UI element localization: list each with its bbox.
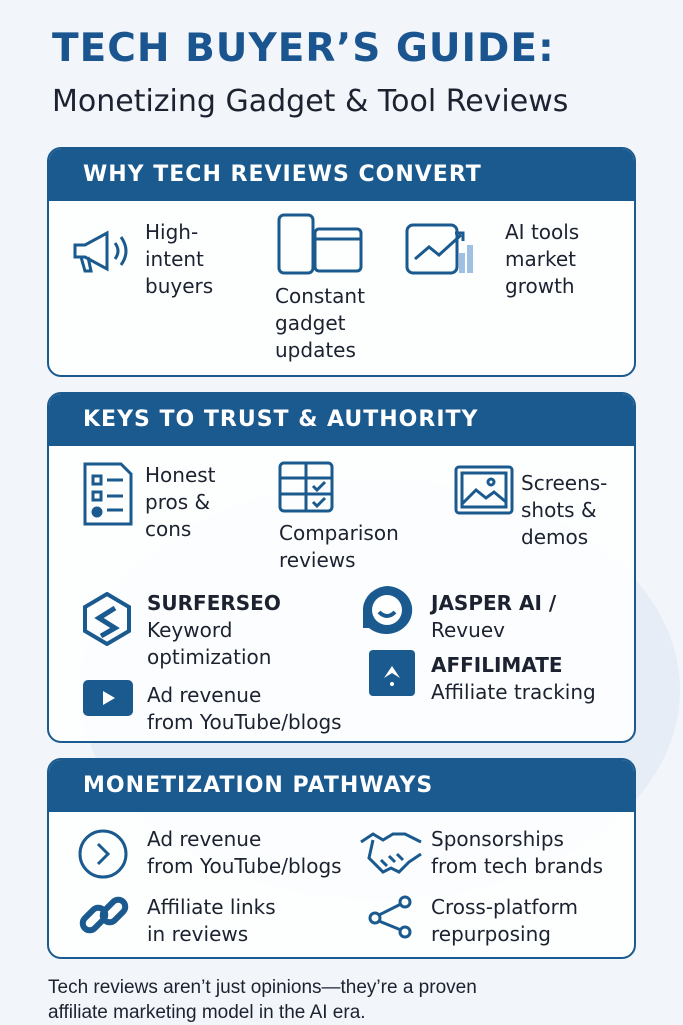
item-label: Ad revenue from YouTube/blogs — [147, 827, 342, 878]
tool-name: SURFERSEO — [147, 591, 281, 615]
tool-name: AFFILIMATE — [431, 653, 563, 677]
tool-name: JASPER AI / — [431, 591, 557, 615]
tool-desc: Revuev — [431, 618, 505, 642]
comparison-table-icon — [278, 461, 334, 513]
tool-item: SURFERSEO Keyword optimization — [147, 590, 281, 671]
devices-icon — [277, 213, 363, 275]
item-label: Constant gadget updates — [275, 284, 365, 362]
footer-text: Tech reviews aren’t just opinions—they’r… — [48, 977, 477, 1023]
megaphone-icon — [73, 230, 128, 273]
item-label: Cross-platform repurposing — [431, 895, 579, 946]
affilimate-logo-icon — [369, 650, 415, 696]
section-title: MONETIZATION PATHWAYS — [49, 760, 634, 812]
item-label: Affiliate links in reviews — [147, 895, 276, 946]
growth-chart-icon — [405, 223, 473, 275]
link-icon — [79, 896, 129, 934]
item-label: AI tools market growth — [505, 220, 580, 298]
item-label: Comparison reviews — [279, 521, 399, 572]
jasper-logo-icon — [363, 586, 413, 634]
tool-desc: Keyword optimization — [147, 618, 272, 669]
section-trust-authority: KEYS TO TRUST & AUTHORITY Honest pros & … — [47, 392, 636, 743]
section-title: KEYS TO TRUST & AUTHORITY — [49, 394, 634, 446]
checklist-icon — [83, 462, 133, 526]
chevron-circle-icon — [78, 829, 128, 879]
item-label: High- intent buyers — [145, 220, 214, 298]
tool-item: JASPER AI / Revuev — [431, 590, 556, 644]
image-icon — [454, 465, 514, 515]
section-monetization: MONETIZATION PATHWAYS Ad revenue from Yo… — [47, 758, 636, 959]
page-subtitle: Monetizing Gadget & Tool Reviews — [52, 84, 569, 119]
item-label: Sponsorships from tech brands — [431, 827, 604, 878]
tool-desc: Ad revenue from YouTube/blogs — [147, 683, 342, 734]
tool-item: AFFILIMATE Affiliate tracking — [431, 652, 596, 706]
surferseo-logo-icon — [83, 592, 131, 646]
tool-item: Ad revenue from YouTube/blogs — [147, 682, 342, 736]
handshake-icon — [360, 832, 422, 874]
play-icon — [83, 680, 133, 716]
section-title: WHY TECH REVIEWS CONVERT — [49, 149, 634, 201]
section-why-convert: WHY TECH REVIEWS CONVERT High- intent bu… — [47, 147, 636, 377]
item-label: Honest pros & cons — [145, 463, 216, 541]
share-icon — [368, 895, 412, 939]
page-title: TECH BUYER’S GUIDE: — [52, 26, 555, 71]
tool-desc: Affiliate tracking — [431, 680, 596, 704]
item-label: Screens- shots & demos — [521, 471, 608, 549]
